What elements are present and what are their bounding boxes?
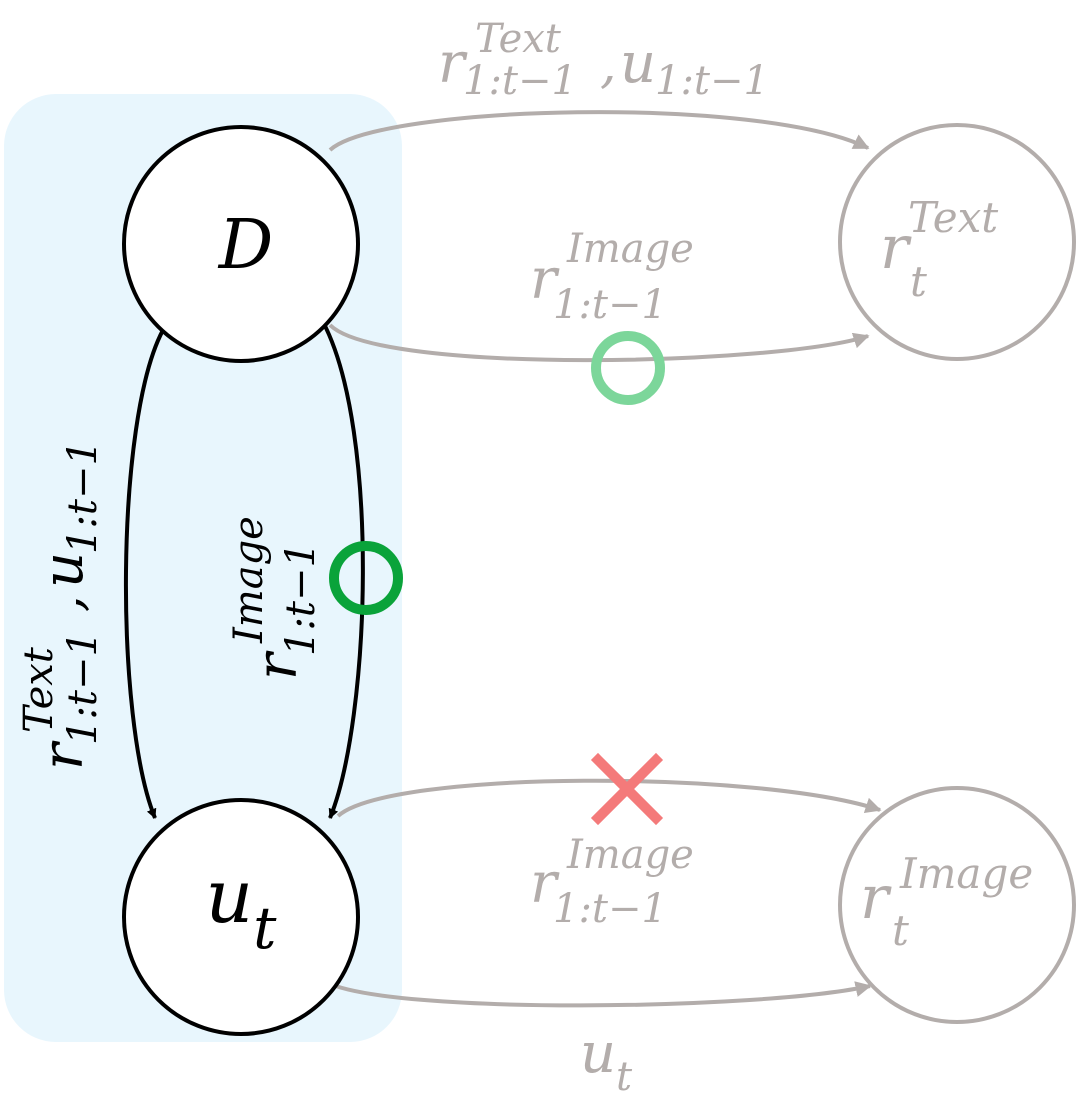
node-d-label: D bbox=[217, 206, 274, 285]
edge-d-to-rtext-bottom bbox=[328, 323, 870, 363]
edge-label-history-text-left: r Text 1:t−1 , u 1:t−1 bbox=[16, 440, 106, 770]
edge-d-to-ut-right bbox=[321, 321, 365, 819]
edge-ut-to-rimage-bottom bbox=[325, 980, 872, 1008]
node-r-text bbox=[838, 123, 1076, 361]
edge-label-current-user: u t bbox=[580, 1021, 633, 1100]
allowed-marker bbox=[329, 541, 403, 615]
node-ut bbox=[122, 798, 360, 1036]
svg-text:r Image 1:t−1: r Image 1:t−1 bbox=[226, 511, 324, 680]
svg-text:r Text 1:t−1: r Text 1:t−1 , u 1:t−1 bbox=[16, 440, 106, 770]
edge-d-to-rtext-top bbox=[328, 110, 870, 152]
node-r-image bbox=[838, 786, 1076, 1024]
edge-label-history-image-bottom: r Image 1:t−1 bbox=[530, 832, 699, 932]
allowed-marker-faded bbox=[591, 331, 665, 405]
blocked-marker bbox=[590, 752, 664, 826]
edge-label-history-image-left: r Image 1:t−1 bbox=[226, 511, 324, 680]
edge-d-to-ut-left bbox=[123, 329, 165, 819]
node-r-image-label: r Image t bbox=[860, 849, 1038, 955]
node-r-text-label: r Text t bbox=[880, 193, 1003, 306]
edge-label-history-image-top: r Image 1:t−1 bbox=[530, 226, 699, 328]
edge-label-history-text-top: r Text 1:t−1 , u 1:t−1 bbox=[438, 16, 769, 104]
node-d bbox=[122, 125, 360, 363]
edge-ut-to-rimage-top bbox=[336, 778, 882, 818]
node-ut-label: ut bbox=[206, 854, 278, 962]
